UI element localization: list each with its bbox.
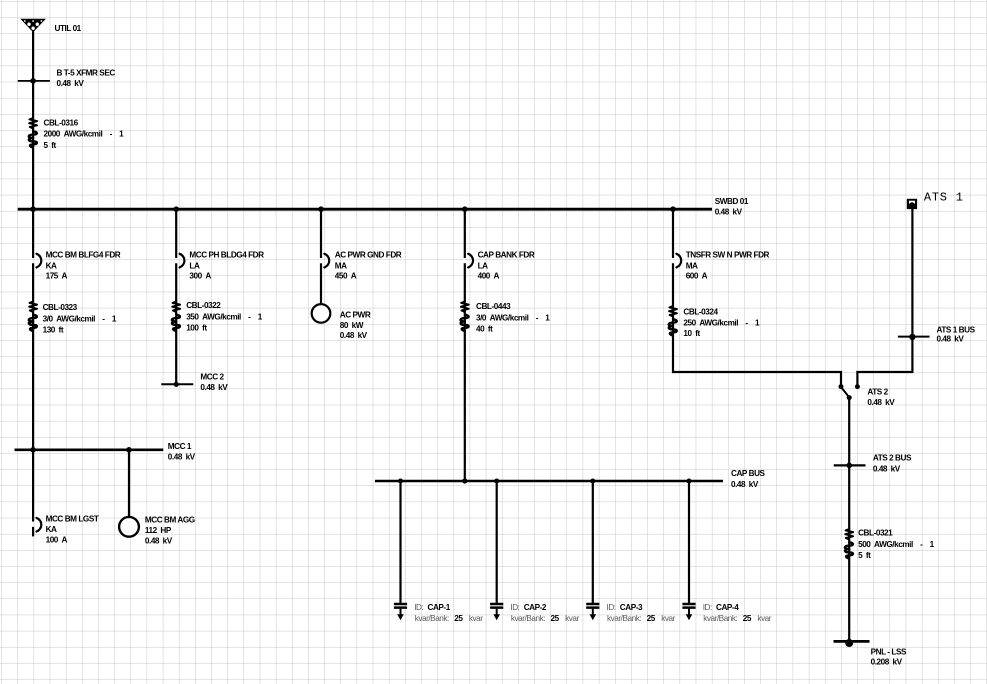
svg-text:0.48 kV: 0.48 kV xyxy=(200,383,228,392)
svg-text:3/0 AWG/kcmil - 1: 3/0 AWG/kcmil - 1 xyxy=(43,314,117,323)
svg-text:LA: LA xyxy=(189,261,200,270)
svg-text:175 A: 175 A xyxy=(46,272,68,281)
svg-text:MA: MA xyxy=(686,261,698,270)
svg-text:ATS 2 BUS: ATS 2 BUS xyxy=(873,453,912,462)
svg-text:UTIL 01: UTIL 01 xyxy=(55,24,82,33)
svg-text:0.48 kV: 0.48 kV xyxy=(731,480,759,489)
svg-text:kvar: kvar xyxy=(469,614,483,623)
svg-text:300 A: 300 A xyxy=(189,272,211,281)
svg-text:CBL-0324: CBL-0324 xyxy=(683,308,718,317)
svg-text:ID:: ID: xyxy=(607,603,616,612)
svg-text:0.48 kV: 0.48 kV xyxy=(715,207,743,216)
svg-text:ATS 2: ATS 2 xyxy=(867,388,888,397)
svg-text:CBL-0322: CBL-0322 xyxy=(186,301,221,310)
svg-text:250 AWG/kcmil - 1: 250 AWG/kcmil - 1 xyxy=(683,318,760,327)
svg-text:2000 AWG/kcmil - 1: 2000 AWG/kcmil - 1 xyxy=(44,130,125,139)
svg-text:MCC BM AGG: MCC BM AGG xyxy=(145,515,195,524)
svg-text:AC PWR GND FDR: AC PWR GND FDR xyxy=(335,251,402,260)
svg-text:400 A: 400 A xyxy=(478,272,500,281)
svg-text:350 AWG/kcmil - 1: 350 AWG/kcmil - 1 xyxy=(186,312,263,321)
svg-text:kvar: kvar xyxy=(565,614,579,623)
svg-text:kvar: kvar xyxy=(757,614,771,623)
svg-text:130 ft: 130 ft xyxy=(43,326,64,335)
svg-text:600 A: 600 A xyxy=(686,272,708,281)
svg-text:kvar/Bank:: kvar/Bank: xyxy=(607,614,641,623)
svg-text:80 kW: 80 kW xyxy=(340,321,364,330)
svg-text:3/0 AWG/kcmil - 1: 3/0 AWG/kcmil - 1 xyxy=(476,313,550,322)
svg-text:CAP-4: CAP-4 xyxy=(716,603,739,612)
svg-text:CBL-0316: CBL-0316 xyxy=(44,118,79,127)
svg-text:CAP BANK FDR: CAP BANK FDR xyxy=(478,251,535,260)
svg-text:TNSFR SW N PWR FDR: TNSFR SW N PWR FDR xyxy=(686,251,770,260)
svg-text:100 ft: 100 ft xyxy=(186,324,207,333)
svg-text:kvar/Bank:: kvar/Bank: xyxy=(511,614,545,623)
svg-text:CAP BUS: CAP BUS xyxy=(731,469,766,478)
svg-text:25: 25 xyxy=(551,614,560,623)
svg-text:450 A: 450 A xyxy=(335,272,357,281)
svg-text:0.48 kV: 0.48 kV xyxy=(867,398,895,407)
svg-text:112 HP: 112 HP xyxy=(145,526,172,535)
svg-text:ID:: ID: xyxy=(414,603,423,612)
svg-text:0.48 kV: 0.48 kV xyxy=(937,335,965,344)
svg-text:100 A: 100 A xyxy=(46,536,68,545)
svg-text:PNL - LSS: PNL - LSS xyxy=(871,648,907,657)
svg-text:25: 25 xyxy=(743,614,752,623)
svg-text:ATS 1 BUS: ATS 1 BUS xyxy=(937,325,976,334)
svg-text:10 ft: 10 ft xyxy=(683,329,700,338)
svg-text:CAP-1: CAP-1 xyxy=(428,603,451,612)
svg-text:CBL-0443: CBL-0443 xyxy=(476,302,511,311)
svg-text:ATS 1: ATS 1 xyxy=(924,191,964,205)
svg-text:SWBD 01: SWBD 01 xyxy=(715,197,749,206)
svg-text:KA: KA xyxy=(46,525,57,534)
svg-text:MCC 2: MCC 2 xyxy=(200,373,224,382)
svg-text:B T-5 XFMR SEC: B T-5 XFMR SEC xyxy=(57,69,116,78)
svg-text:MCC 1: MCC 1 xyxy=(168,442,192,451)
svg-text:kvar/Bank:: kvar/Bank: xyxy=(703,614,737,623)
svg-text:40 ft: 40 ft xyxy=(476,325,493,334)
svg-text:CAP-3: CAP-3 xyxy=(620,603,643,612)
svg-text:MCC BM LGST: MCC BM LGST xyxy=(46,515,99,524)
svg-text:500 AWG/kcmil - 1: 500 AWG/kcmil - 1 xyxy=(858,540,935,549)
svg-text:LA: LA xyxy=(478,261,489,270)
svg-text:MCC BM BLFG4 FDR: MCC BM BLFG4 FDR xyxy=(46,251,121,260)
svg-text:MCC PH BLDG4 FDR: MCC PH BLDG4 FDR xyxy=(189,251,264,260)
svg-text:ID:: ID: xyxy=(510,603,519,612)
svg-text:0.48 kV: 0.48 kV xyxy=(57,79,85,88)
svg-text:0.48 kV: 0.48 kV xyxy=(340,331,368,340)
svg-text:0.48 kV: 0.48 kV xyxy=(873,464,901,473)
svg-text:5 ft: 5 ft xyxy=(858,551,871,560)
svg-text:CBL-0323: CBL-0323 xyxy=(43,303,78,312)
svg-text:kvar: kvar xyxy=(661,614,675,623)
svg-text:0.208 kV: 0.208 kV xyxy=(871,658,903,667)
svg-text:CBL-0321: CBL-0321 xyxy=(858,529,893,538)
svg-text:25: 25 xyxy=(647,614,656,623)
svg-text:0.48 kV: 0.48 kV xyxy=(145,536,173,545)
svg-text:kvar/Bank:: kvar/Bank: xyxy=(415,614,449,623)
svg-text:CAP-2: CAP-2 xyxy=(524,603,547,612)
svg-text:5 ft: 5 ft xyxy=(44,141,57,150)
svg-text:25: 25 xyxy=(454,614,463,623)
svg-text:KA: KA xyxy=(46,261,57,270)
svg-text:ID:: ID: xyxy=(703,603,712,612)
svg-text:MA: MA xyxy=(335,261,347,270)
svg-text:0.48 kV: 0.48 kV xyxy=(168,453,196,462)
svg-text:AC PWR: AC PWR xyxy=(340,311,371,320)
